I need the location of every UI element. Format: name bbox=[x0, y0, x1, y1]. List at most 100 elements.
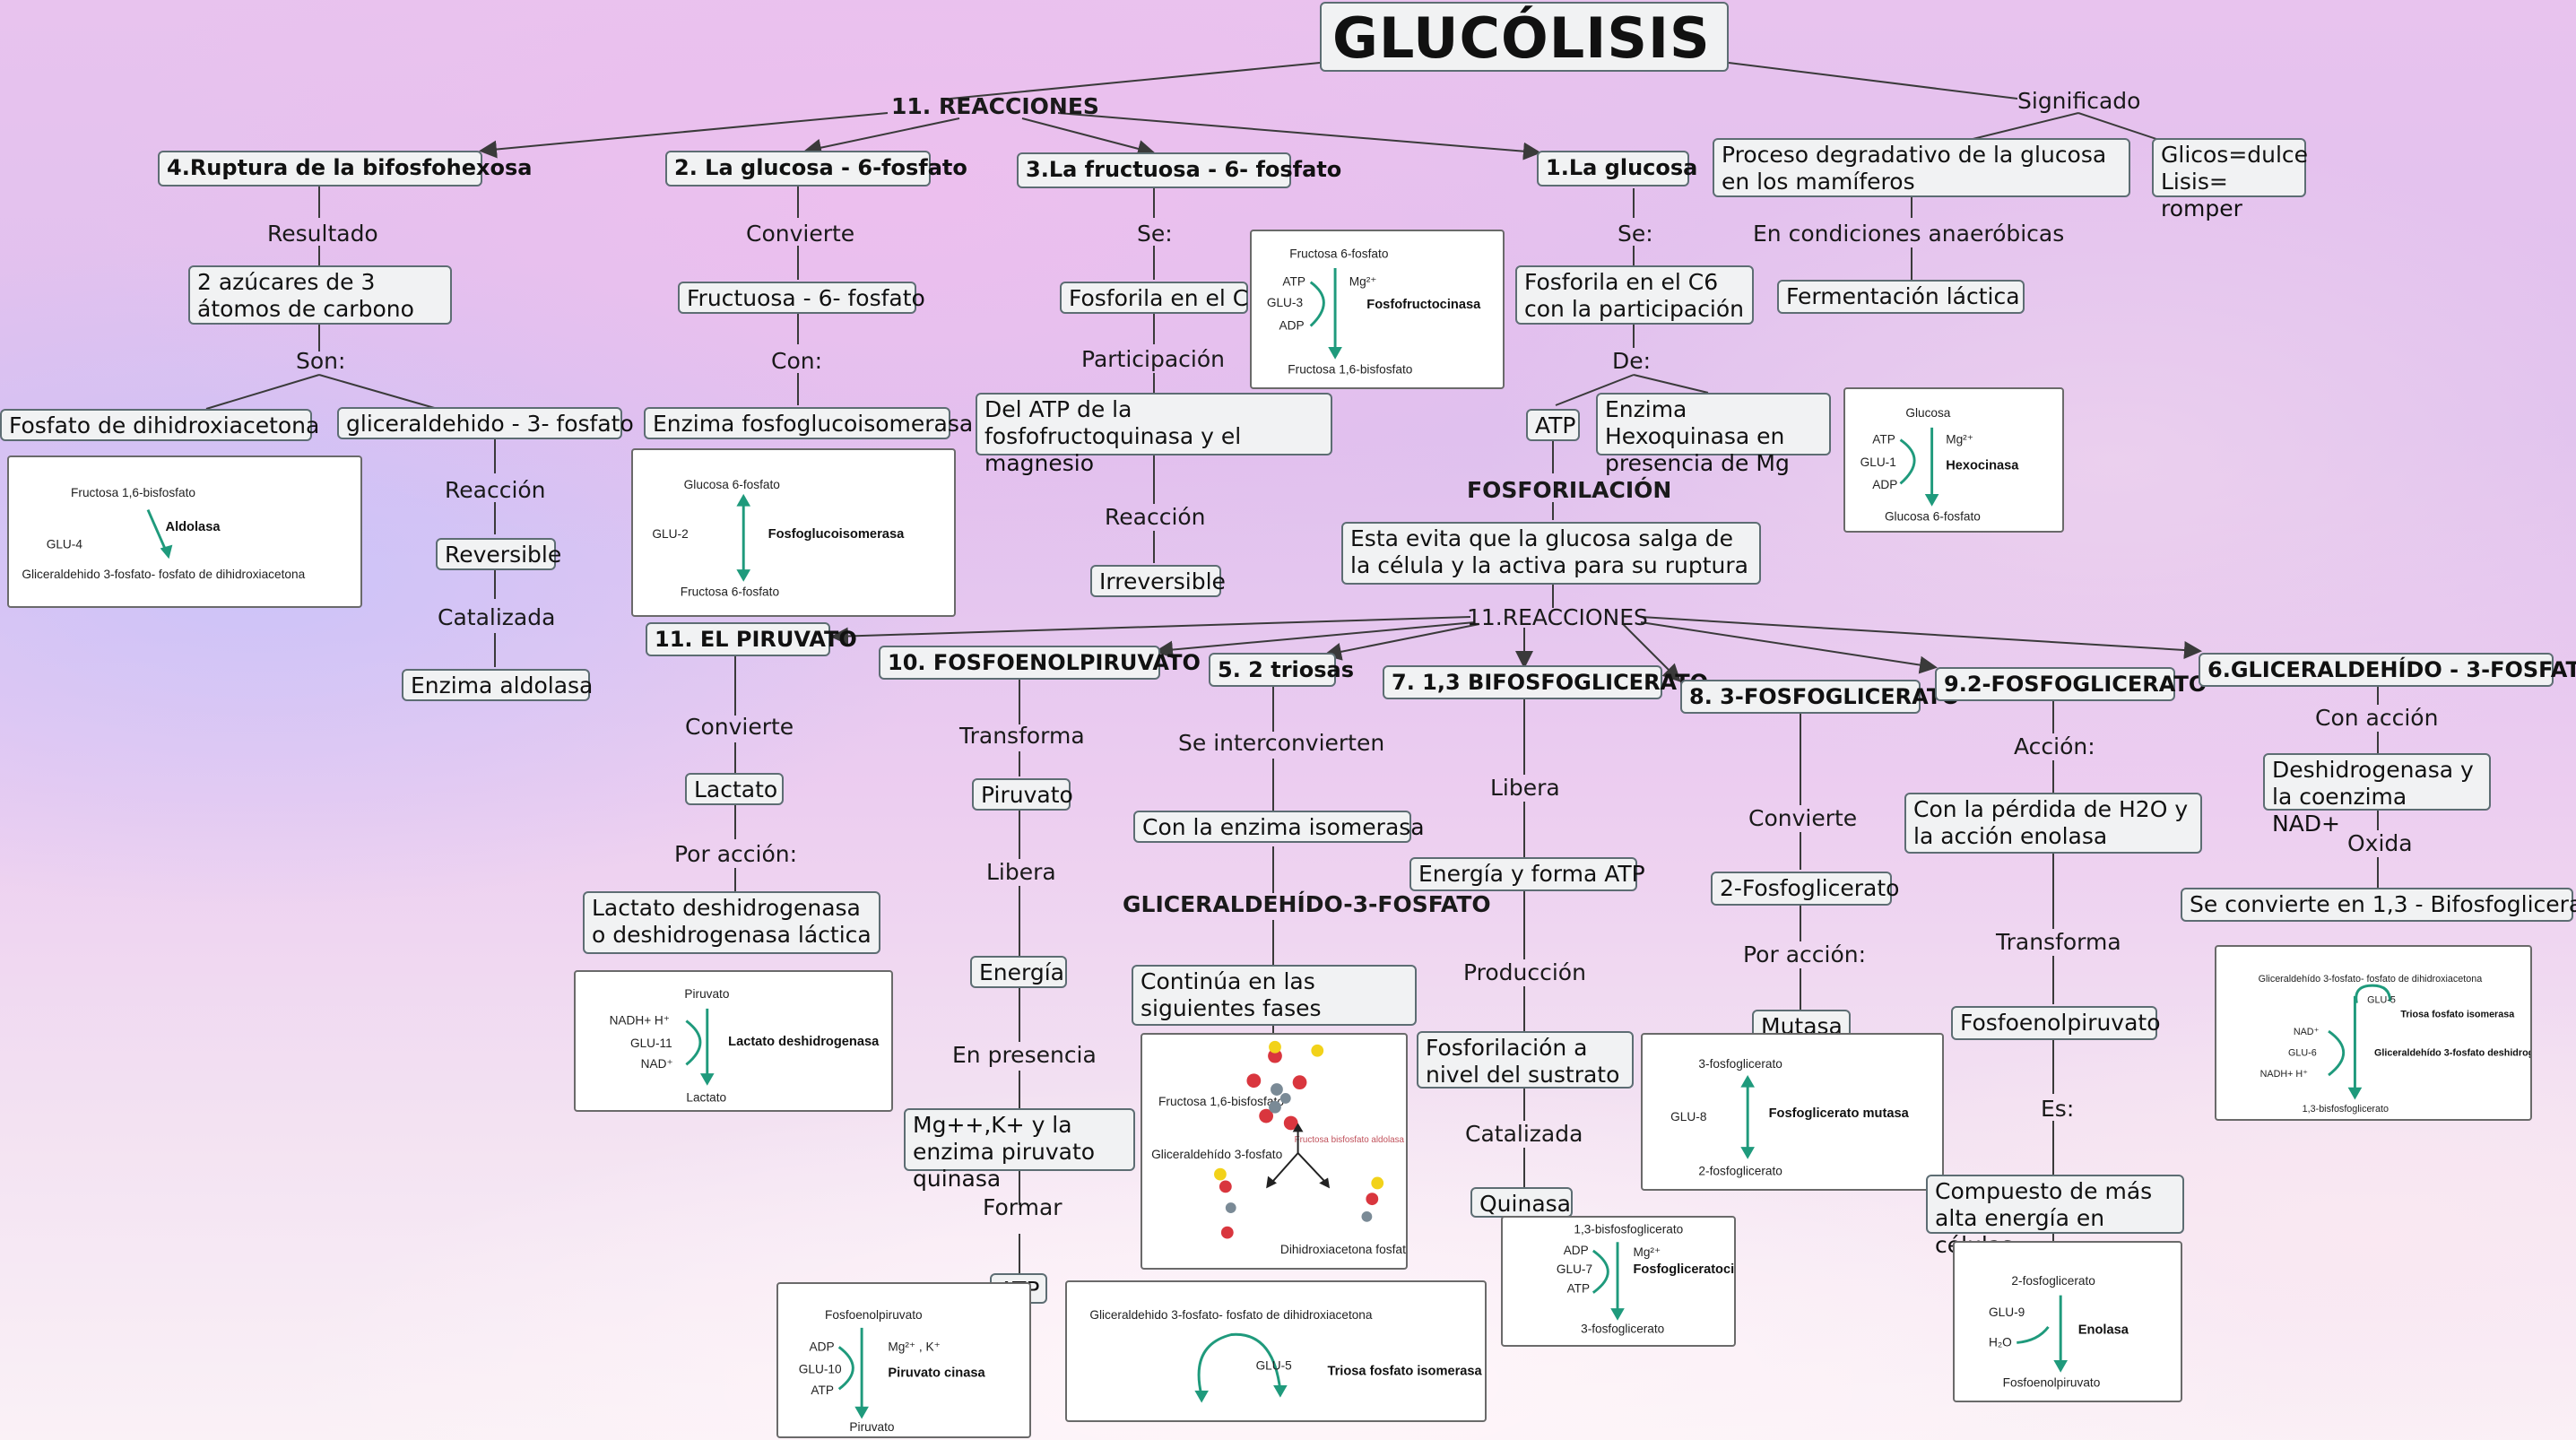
branch7-libera-label: Libera bbox=[1490, 775, 1560, 801]
svg-text:Piruvato: Piruvato bbox=[849, 1420, 895, 1434]
branch4-title: 4.Ruptura de la bifosfohexosa bbox=[158, 151, 532, 187]
branch9-title: 9.2-FOSFOGLICERATO bbox=[1935, 667, 2207, 701]
svg-text:Fructosa 6-fosfato: Fructosa 6-fosfato bbox=[1289, 247, 1389, 260]
svg-text:GLU-8: GLU-8 bbox=[1670, 1110, 1707, 1123]
fermentacion-node: Fermentación láctica bbox=[1777, 280, 2025, 314]
branch5-inter-label: Se interconvierten bbox=[1178, 730, 1385, 756]
svg-text:Glucosa: Glucosa bbox=[1905, 406, 1950, 420]
gliceraldehido-deshidrogenasa-diagram: Gliceraldehído 3-fosfato- fosfato de dih… bbox=[2215, 945, 2532, 1121]
branch6-enzima: Deshidrogenasa y la coenzima NAD+ bbox=[2263, 753, 2491, 837]
branch5-enzima: Con la enzima isomerasa bbox=[1133, 811, 1425, 843]
fosfoglicerato-mutasa-diagram: 3-fosfoglicerato GLU-8 Fosfoglicerato mu… bbox=[1641, 1033, 1944, 1191]
svg-text:ATP: ATP bbox=[1282, 275, 1305, 289]
branch1-fosforila: Fosforila en el C6 con la participación bbox=[1515, 265, 1754, 325]
branch11-convierte-label: Convierte bbox=[685, 714, 794, 740]
branch2-enzima: Enzima fosfoglucoisomerasa bbox=[644, 407, 973, 439]
branch4-reaccion-label: Reacción bbox=[445, 477, 546, 503]
svg-text:H₂O: H₂O bbox=[1989, 1335, 2012, 1349]
fosfogliceratocinasa-diagram: 1,3-bisfosfoglicerato ADP Mg²⁺ GLU-7 ATP… bbox=[1501, 1216, 1736, 1347]
branch4-son-label: Son: bbox=[296, 348, 346, 374]
svg-text:Gliceraldehído 3-fosfato: Gliceraldehído 3-fosfato bbox=[1151, 1148, 1282, 1161]
svg-text:3-fosfoglicerato: 3-fosfoglicerato bbox=[1698, 1057, 1782, 1071]
branch7-fosforilacion: Fosforilación a nivel del sustrato bbox=[1417, 1031, 1634, 1089]
branch9-producto: Fosfoenolpiruvato bbox=[1951, 1006, 2161, 1040]
svg-text:GLU-9: GLU-9 bbox=[1989, 1306, 2025, 1319]
branch7-title: 7. 1,3 BIFOSFOGLICERATO bbox=[1383, 665, 1708, 699]
svg-text:Fructosa 1,6-bisfosfato: Fructosa 1,6-bisfosfato bbox=[1288, 362, 1412, 376]
branch4-reversible: Reversible bbox=[436, 538, 561, 570]
svg-text:ATP: ATP bbox=[811, 1384, 834, 1397]
svg-text:Fosfoglucoisomerasa: Fosfoglucoisomerasa bbox=[768, 527, 905, 542]
branch10-formar-label: Formar bbox=[983, 1194, 1062, 1220]
branch9-accion: Con la pérdida de H2O y la acción enolas… bbox=[1904, 793, 2202, 854]
branch4-prod2: gliceraldehido - 3- fosfato bbox=[337, 407, 634, 439]
svg-text:GLU-6: GLU-6 bbox=[2288, 1047, 2317, 1058]
svg-text:1,3-bisfosfoglicerato: 1,3-bisfosfoglicerato bbox=[1574, 1223, 1683, 1236]
svg-text:Glucosa 6-fosfato: Glucosa 6-fosfato bbox=[684, 478, 781, 491]
branch3-fosforila: Fosforila en el C1 bbox=[1060, 282, 1262, 314]
branch4-enzima: Enzima aldolasa bbox=[402, 669, 593, 701]
branch2-producto: Fructuosa - 6- fosfato bbox=[678, 282, 925, 314]
svg-text:ADP: ADP bbox=[1872, 478, 1897, 491]
svg-text:Glucosa 6-fosfato: Glucosa 6-fosfato bbox=[1885, 509, 1981, 523]
branch6-title: 6.GLICERALDEHÍDO - 3-FOSFATO bbox=[2199, 653, 2576, 687]
branch7-produccion-label: Producción bbox=[1463, 959, 1586, 985]
svg-text:GLU-5: GLU-5 bbox=[2367, 995, 2396, 1006]
svg-text:Fosfoenolpiruvato: Fosfoenolpiruvato bbox=[825, 1308, 923, 1322]
branch5-gliceraldehido: GLICERALDEHÍDO-3-FOSFATO bbox=[1123, 891, 1491, 917]
svg-text:GLU-10: GLU-10 bbox=[799, 1363, 842, 1376]
branch4-prod1: Fosfato de dihidroxiacetona bbox=[0, 409, 319, 441]
svg-text:3-fosfoglicerato: 3-fosfoglicerato bbox=[1581, 1322, 1664, 1335]
enolasa-diagram: 2-fosfoglicerato GLU-9 H₂O Enolasa Fosfo… bbox=[1953, 1241, 2182, 1402]
svg-text:Mg²⁺: Mg²⁺ bbox=[1349, 275, 1377, 289]
svg-text:GLU-1: GLU-1 bbox=[1860, 455, 1896, 469]
branch6-convierte: Se convierte en 1,3 - Bifosfoglicerato bbox=[2181, 888, 2576, 922]
svg-text:ATP: ATP bbox=[1567, 1282, 1590, 1296]
branch1-de-label: De: bbox=[1612, 348, 1652, 374]
svg-text:Lactato deshidrogenasa: Lactato deshidrogenasa bbox=[728, 1035, 880, 1049]
svg-text:NADH+ H⁺: NADH+ H⁺ bbox=[2260, 1069, 2309, 1080]
branch6-con-accion-label: Con acción bbox=[2315, 705, 2439, 731]
svg-text:GLU-11: GLU-11 bbox=[630, 1037, 672, 1050]
svg-text:Gliceraldehído 3-fosfato- fosf: Gliceraldehído 3-fosfato- fosfato de dih… bbox=[2259, 974, 2483, 985]
condiciones-label: En condiciones anaeróbicas bbox=[1753, 221, 2065, 247]
svg-text:Gliceraldehido 3-fosfato- fosf: Gliceraldehido 3-fosfato- fosfato de dih… bbox=[1089, 1308, 1373, 1322]
branch3-participacion-label: Participación bbox=[1081, 346, 1226, 372]
svg-text:GLU-3: GLU-3 bbox=[1267, 296, 1303, 309]
page-title: GLUCÓLISIS bbox=[1320, 2, 1729, 72]
svg-text:GLU-5: GLU-5 bbox=[1256, 1358, 1292, 1372]
svg-text:Triosa fosfato isomerasa: Triosa fosfato isomerasa bbox=[2400, 1009, 2515, 1019]
branch10-presencia-label: En presencia bbox=[952, 1042, 1097, 1068]
svg-text:Mg²⁺: Mg²⁺ bbox=[1946, 432, 1973, 446]
branch2-convierte-label: Convierte bbox=[746, 221, 855, 247]
svg-text:NAD⁺: NAD⁺ bbox=[641, 1057, 673, 1071]
svg-text:Dihidroxiacetona fosfato: Dihidroxiacetona fosfato bbox=[1280, 1243, 1406, 1256]
branch1-enzima: Enzima Hexoquinasa en presencia de Mg bbox=[1596, 393, 1831, 476]
branch7-energia: Energía y forma ATP bbox=[1409, 857, 1645, 891]
svg-text:Triosa fosfato isomerasa: Triosa fosfato isomerasa bbox=[1328, 1364, 1483, 1378]
hexocinasa-diagram: Glucosa ATP Mg²⁺ GLU-1 ADP Hexocinasa Gl… bbox=[1843, 387, 2064, 533]
svg-text:Piruvato cinasa: Piruvato cinasa bbox=[888, 1366, 985, 1381]
branch4-resultado-label: Resultado bbox=[267, 221, 378, 247]
branch1-fosforilacion: FOSFORILACIÓN bbox=[1467, 477, 1672, 503]
branch3-reaccion-label: Reacción bbox=[1105, 504, 1206, 530]
aldolasa-structure-diagram: Fructosa 1,6-bisfosfato Fructosa bisfosf… bbox=[1141, 1033, 1408, 1270]
branch8-convierte-label: Convierte bbox=[1748, 805, 1858, 831]
branch1-se-label: Se: bbox=[1618, 221, 1653, 247]
svg-text:Enolasa: Enolasa bbox=[2078, 1323, 2129, 1338]
branch3-title: 3.La fructuosa - 6- fosfato bbox=[1017, 152, 1341, 188]
svg-text:Mg²⁺: Mg²⁺ bbox=[1634, 1245, 1661, 1259]
svg-text:Piruvato: Piruvato bbox=[684, 987, 729, 1001]
svg-text:Mg²⁺ , K⁺: Mg²⁺ , K⁺ bbox=[888, 1340, 940, 1353]
branch10-title: 10. FOSFOENOLPIRUVATO bbox=[879, 646, 1201, 680]
branch2-con-label: Con: bbox=[771, 348, 823, 374]
branch7-quinasa: Quinasa bbox=[1470, 1187, 1573, 1218]
branch6-oxida-label: Oxida bbox=[2347, 830, 2413, 856]
branch11-accion-label: Por acción: bbox=[674, 841, 798, 867]
svg-text:Fosfoenolpiruvato: Fosfoenolpiruvato bbox=[2003, 1375, 2101, 1389]
branch5-title: 5. 2 triosas bbox=[1209, 653, 1354, 687]
significado-definicion: Proceso degradativo de la glucosa en los… bbox=[1713, 138, 2130, 197]
svg-text:Fosfoglicerato mutasa: Fosfoglicerato mutasa bbox=[1769, 1106, 1910, 1121]
svg-text:ADP: ADP bbox=[1564, 1244, 1589, 1257]
branch3-se-label: Se: bbox=[1137, 221, 1173, 247]
